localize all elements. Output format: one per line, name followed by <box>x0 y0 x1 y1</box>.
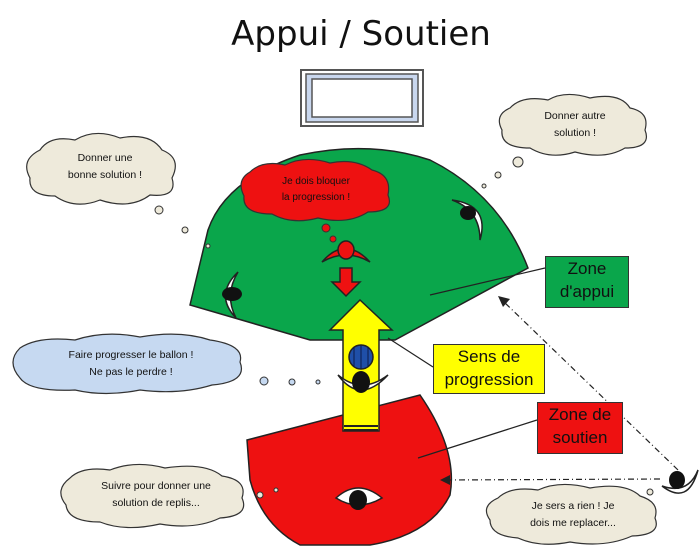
cloud-top-left-text: Donner une bonne solution ! <box>67 152 143 181</box>
ball-icon <box>348 344 374 370</box>
cloud-red-text: Je dois bloquer la progression ! <box>281 176 351 203</box>
movement-arrows <box>445 299 679 481</box>
cloud-left-middle-text: Faire progresser le ballon ! Ne pas le p… <box>68 349 194 378</box>
cloud-top-left <box>26 132 211 249</box>
board-icon <box>300 69 424 127</box>
cloud-bottom-left <box>60 463 279 529</box>
cloud-top-right-text: Donner autre solution ! <box>544 110 606 139</box>
label-zone-soutien: Zone de soutien <box>537 402 623 454</box>
player-left-green-icon <box>222 271 242 319</box>
cloud-bottom-right-text: Je sers a rien ! Je dois me replacer... <box>530 500 616 529</box>
cloud-bottom-right <box>485 483 657 545</box>
cloud-bottom-left-text: Suivre pour donner une solution de repli… <box>101 480 211 509</box>
defender-opponent-icon <box>321 240 371 298</box>
cloud-left-middle <box>12 333 321 395</box>
player-ball-carrier-icon <box>337 371 389 393</box>
page-title: Appui / Soutien <box>231 14 491 54</box>
red-support-zone <box>246 394 453 546</box>
player-red-zone-icon <box>334 487 384 510</box>
cloud-top-right <box>481 93 647 189</box>
label-sens-progression: Sens de progression <box>433 344 545 394</box>
cloud-red-defender <box>240 158 390 243</box>
player-outside-icon <box>661 469 699 494</box>
label-connectors <box>387 267 546 459</box>
label-zone-appui: Zone d'appui <box>545 256 629 308</box>
player-right-green-icon <box>451 199 483 241</box>
